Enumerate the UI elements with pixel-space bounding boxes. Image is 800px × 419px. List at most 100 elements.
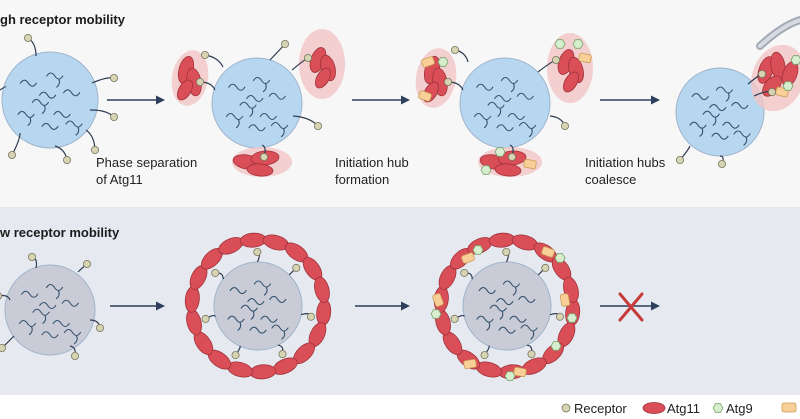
membrane-squiggle	[268, 92, 286, 100]
orange-protein	[559, 293, 571, 307]
arrow-low-blocked-head	[651, 301, 660, 311]
receptor-tip	[23, 34, 32, 43]
membrane-squiggle	[39, 301, 57, 310]
receptor-tip	[676, 155, 685, 164]
membrane-squiggle	[252, 76, 271, 93]
membrane-squiggle	[476, 315, 494, 331]
legend-atg9-label: Atg9	[726, 401, 753, 416]
receptor	[23, 34, 37, 57]
receptor-tip	[541, 263, 550, 272]
vesicle-stage-4-texture	[689, 86, 751, 146]
receptor	[753, 88, 777, 97]
orange-protein	[418, 90, 432, 102]
membrane-squiggle	[502, 280, 520, 296]
orange-protein	[578, 52, 592, 64]
receptor-stalk	[0, 294, 11, 301]
membrane-squiggle	[253, 280, 271, 296]
atg9-protein	[550, 341, 562, 351]
atg11-protein	[184, 286, 200, 313]
receptor-tip	[259, 152, 268, 161]
low-mobility-heading: w receptor mobility	[0, 225, 120, 240]
receptor	[480, 345, 490, 360]
membrane-squiggle	[478, 287, 496, 295]
membrane-squiggle	[247, 298, 265, 306]
legend-strip	[0, 395, 800, 419]
vesicle-stage-2-texture	[225, 76, 289, 138]
receptor-tip	[7, 150, 16, 159]
receptor	[537, 263, 550, 276]
atg9-protein	[480, 165, 492, 175]
membrane-squiggle	[473, 112, 492, 129]
atg11-protein	[177, 79, 193, 101]
vesicle-low-2-texture	[227, 280, 289, 340]
membrane-squiggle	[689, 121, 707, 137]
vesicle-stage-2	[211, 57, 303, 149]
receptor-tip	[450, 46, 459, 55]
atg9-protein	[572, 39, 584, 49]
membrane-squiggle	[46, 72, 64, 88]
receptor	[0, 86, 7, 91]
receptor	[200, 51, 224, 68]
atg9-protein	[494, 147, 506, 157]
atg11-protein	[315, 67, 331, 89]
membrane-squiggle	[227, 315, 245, 331]
receptor	[195, 78, 216, 91]
arrow-low-1-head	[156, 301, 165, 311]
receptor	[269, 40, 289, 61]
receptor-tip	[718, 159, 727, 168]
membrane-squiggle	[21, 290, 39, 298]
membrane-squiggle	[496, 298, 514, 306]
orange-protein	[432, 293, 444, 307]
vesicle-low-3	[462, 261, 552, 351]
receptor-tip	[280, 40, 289, 49]
receptor-tip	[200, 51, 209, 60]
membrane-squiggle	[271, 324, 289, 340]
receptor-tip	[552, 56, 561, 65]
atg9-protein	[554, 39, 566, 49]
atg11-protein	[239, 232, 267, 248]
receptor	[549, 312, 564, 321]
vesicle-stage-3	[459, 57, 551, 149]
membrane-squiggle	[489, 304, 507, 320]
receptor	[201, 314, 216, 323]
atg11-protein	[314, 276, 330, 303]
isolation-membrane-inner	[758, 18, 800, 48]
membrane-squiggle	[61, 299, 79, 307]
receptor-tip	[201, 314, 210, 323]
low-mobility-panel	[0, 207, 800, 395]
orange-protein	[523, 158, 537, 170]
receptor	[450, 314, 465, 323]
membrane-squiggle	[32, 308, 50, 324]
legend-atg11-label: Atg11	[667, 401, 700, 416]
receptor	[526, 344, 536, 359]
atg11-protein	[494, 163, 522, 177]
membrane-squiggle	[733, 130, 751, 146]
receptor	[537, 56, 561, 73]
membrane-squiggle	[248, 124, 266, 132]
membrane-squiggle	[239, 101, 257, 117]
legend: Receptor Atg11 Atg9	[561, 401, 797, 416]
arrow-top-2-head	[401, 95, 410, 105]
atg9-protein	[437, 57, 449, 67]
receptor-tip	[502, 248, 511, 257]
receptor	[69, 345, 80, 360]
membrane-squiggle	[722, 121, 740, 129]
orange-protein	[463, 358, 477, 370]
step-label-phase-separation: Phase separation of Atg11	[96, 155, 198, 187]
membrane-squiggle	[240, 304, 258, 320]
legend-receptor-label: Receptor	[574, 401, 627, 416]
atg9-protein	[554, 253, 566, 263]
membrane-squiggle	[270, 121, 289, 138]
membrane-squiggle	[709, 104, 727, 112]
high-mobility-heading: gh receptor mobility	[0, 12, 125, 27]
receptor	[277, 344, 287, 359]
receptor-tip	[480, 351, 489, 360]
receptor-tip	[27, 252, 36, 261]
membrane-squiggle	[17, 110, 35, 126]
membrane-squiggle	[39, 91, 57, 99]
membrane-squiggle	[516, 92, 534, 100]
membrane-squiggle	[259, 112, 277, 121]
arrow-top-1-head	[156, 95, 165, 105]
receptor	[443, 78, 464, 91]
